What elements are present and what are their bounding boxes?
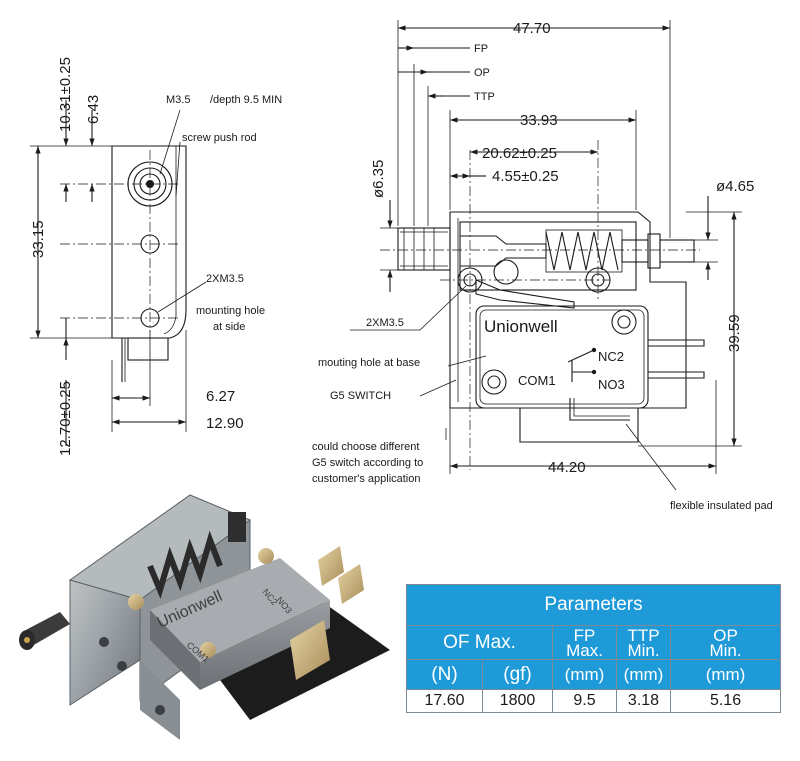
front-terminal-nc: NC2 — [598, 349, 624, 364]
side-dim-top-inner: 6.43 — [85, 95, 102, 124]
front-label-g5: G5 SWITCH — [330, 390, 391, 402]
value-op: 5.16 — [669, 689, 782, 713]
front-dim-bottom-width: 44.20 — [548, 459, 586, 476]
front-brand: Unionwell — [484, 317, 558, 336]
front-dim-33: 33.93 — [520, 112, 558, 129]
side-dim-height: 33.15 — [30, 220, 47, 258]
front-label-choose-1: could choose different — [312, 441, 419, 453]
front-dim-right-height: 39.59 — [726, 314, 743, 352]
value-gf: 1800 — [482, 689, 553, 713]
front-dim-dia-left: ø6.35 — [370, 160, 387, 198]
side-label-depth: /depth 9.5 MIN — [210, 94, 282, 106]
front-dim-4: 4.55±0.25 — [492, 168, 559, 185]
front-dim-overall: 47.70 — [513, 20, 551, 37]
front-label-pad: flexible insulated pad — [670, 500, 773, 512]
header-fp-line1: FP — [573, 625, 596, 645]
front-terminal-com: COM1 — [518, 373, 556, 388]
unit-mm-fp: (mm) — [552, 659, 617, 690]
front-label-op: OP — [474, 67, 490, 79]
side-label-thread: M3.5 — [166, 94, 190, 106]
header-fp-line2: Max. — [566, 640, 603, 660]
front-label-base-mount: mouting hole at base — [318, 357, 420, 369]
unit-mm-ttp: (mm) — [616, 659, 671, 690]
side-label-push-rod: screw push rod — [182, 132, 257, 144]
front-label-base-holes: 2XM3.5 — [366, 317, 404, 329]
side-dim-bottom: 12.70±0.25 — [57, 381, 74, 456]
unit-mm-op: (mm) — [669, 659, 782, 690]
side-label-holes: 2XM3.5 — [206, 273, 244, 285]
front-dim-dia-right: ø4.65 — [716, 178, 754, 195]
front-label-fp: FP — [474, 43, 488, 55]
front-dim-20: 20.62±0.25 — [482, 145, 557, 162]
side-view — [30, 100, 207, 446]
header-of-max: OF Max. — [406, 625, 553, 660]
side-dim-width-total: 12.90 — [206, 415, 244, 432]
product-photo — [19, 494, 390, 740]
front-terminal-no: NO3 — [598, 377, 625, 392]
side-label-mount-2: at side — [213, 321, 245, 333]
value-ttp: 3.18 — [616, 689, 671, 713]
unit-n: (N) — [406, 659, 483, 690]
header-op-line1: OP — [713, 625, 738, 645]
value-fp: 9.5 — [552, 689, 617, 713]
header-ttp-line1: TTP — [627, 625, 660, 645]
side-label-mount-1: mounting hole — [196, 305, 265, 317]
parameters-title: Parameters — [405, 584, 782, 626]
front-label-choose-3: customer's application — [312, 473, 421, 485]
front-view — [350, 20, 742, 491]
front-label-choose-2: G5 switch according to — [312, 457, 423, 469]
unit-gf: (gf) — [482, 659, 553, 690]
side-dim-width-inner: 6.27 — [206, 388, 235, 405]
value-n: 17.60 — [406, 689, 483, 713]
header-op-line2: Min. — [709, 640, 742, 660]
header-ttp-line2: Min. — [627, 640, 660, 660]
front-label-ttp: TTP — [474, 91, 495, 103]
side-dim-top-total: 10.31±0.25 — [57, 57, 74, 132]
